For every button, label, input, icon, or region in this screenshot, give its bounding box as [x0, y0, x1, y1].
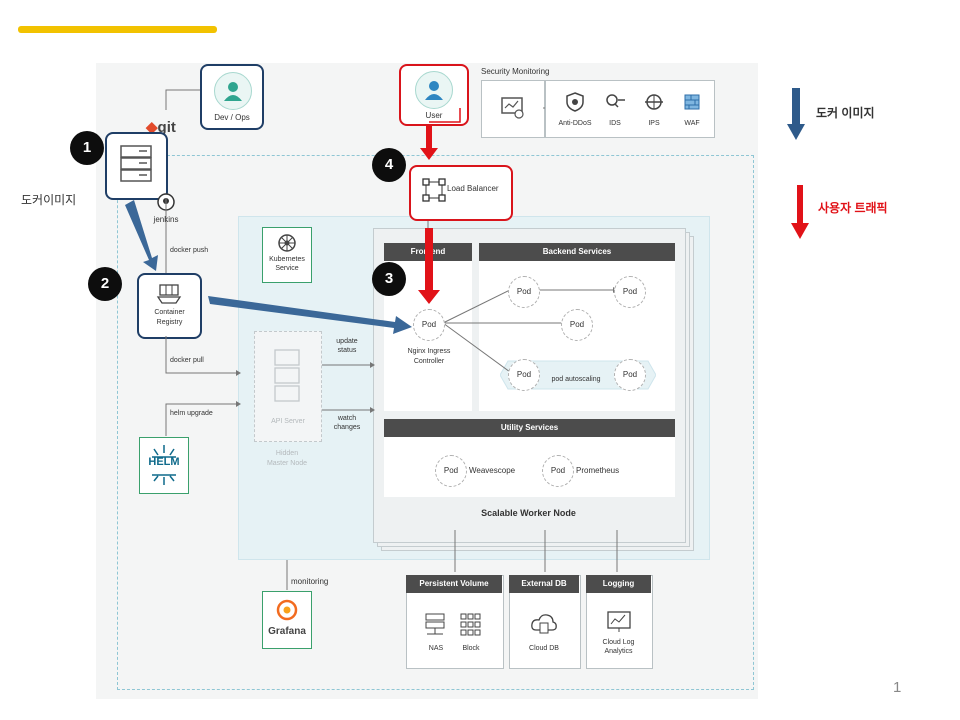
kubernetes-label-line2: Service [275, 265, 299, 272]
security-item-anti-ddos: Anti-DDoS [558, 120, 592, 127]
security-tools-box: Anti-DDoS IDS IPS WAF [545, 80, 715, 138]
pod-backend-2: Pod [614, 276, 646, 308]
step-badge-1: 1 [70, 131, 104, 165]
network-icon [645, 94, 663, 110]
docker-pull-label: docker pull [170, 357, 204, 364]
search-arrow-icon [606, 94, 625, 108]
load-balancer-icon [422, 178, 446, 202]
helm-node: HELM [139, 437, 189, 494]
step-badge-3: 3 [372, 262, 406, 296]
grafana-label: Grafana [268, 626, 306, 637]
grafana-node: Grafana [262, 591, 312, 649]
page-number: 1 [893, 679, 902, 696]
load-balancer-label: Load Balancer [447, 184, 499, 193]
pod-prometheus: Pod [542, 455, 574, 487]
legend-docker-image: 도커 이미지 [816, 106, 875, 120]
watch-changes-line1: watch [337, 415, 357, 422]
pod-backend-1: Pod [508, 276, 540, 308]
external-db-header: External DB [509, 575, 579, 593]
pod-autoscale-2: Pod [614, 359, 646, 391]
user-label: User [425, 111, 443, 120]
docker-push-label: docker push [170, 247, 209, 254]
cloud-db-icon [531, 614, 557, 634]
user-icon [415, 71, 453, 109]
update-status-line2: status [337, 347, 357, 354]
grafana-icon [276, 599, 298, 621]
monitoring-label: monitoring [291, 577, 329, 586]
watch-changes-line2: changes [333, 424, 361, 431]
security-monitoring-title: Security Monitoring [481, 67, 550, 76]
scalable-worker-label: Scalable Worker Node [481, 508, 576, 518]
security-monitor-box [481, 80, 545, 138]
cloud-boundary [117, 155, 754, 690]
nginx-label-line2: Controller [413, 358, 445, 365]
logging-header: Logging [586, 575, 651, 593]
step-badge-4: 4 [372, 148, 406, 182]
docker-image-annotation: 도커이미지 [21, 193, 77, 207]
devops-user-icon [214, 72, 252, 110]
kubernetes-label-line1: Kubernetes [269, 256, 305, 263]
hidden-master-line2: Master Node [266, 460, 308, 467]
backend-header: Backend Services [479, 243, 675, 261]
hidden-master-line1: Hidden [275, 450, 299, 457]
git-logo: ◆git [146, 119, 176, 136]
api-server-box: API Server [254, 331, 322, 442]
firewall-icon [684, 94, 700, 110]
pod-nginx: Pod [413, 309, 445, 341]
cloud-db-label: Cloud DB [529, 645, 559, 652]
monitor-icon [501, 97, 524, 119]
cloud-log-line1: Cloud Log [602, 639, 635, 646]
devops-node: Dev / Ops [200, 64, 264, 130]
pod-weavescope: Pod [435, 455, 467, 487]
nginx-label-line1: Nginx Ingress [407, 348, 451, 355]
api-server-label: API Server [271, 418, 305, 425]
step-badge-2: 2 [88, 267, 122, 301]
helm-icon [152, 445, 176, 485]
helm-wheel-icon [278, 234, 296, 252]
legend-blue-arrow-icon [787, 88, 805, 140]
cloud-log-line2: Analytics [604, 648, 633, 655]
load-balancer-node: Load Balancer [409, 165, 513, 221]
helm-label: HELM [148, 456, 180, 468]
container-registry-node: Container Registry [137, 273, 202, 339]
registry-label-line1: Container [154, 309, 185, 316]
pod-autoscaling-label: pod autoscaling [551, 376, 601, 383]
docker-image-node [105, 132, 168, 200]
security-item-ips: IPS [648, 120, 660, 127]
nas-label: NAS [428, 645, 444, 652]
security-item-ids: IDS [609, 120, 621, 127]
api-server-icon [274, 349, 300, 402]
block-icon [460, 613, 481, 636]
devops-label: Dev / Ops [214, 113, 250, 122]
block-label: Block [462, 645, 480, 652]
update-status-line1: update [336, 338, 358, 345]
shield-icon [566, 92, 584, 112]
security-item-waf: WAF [684, 120, 700, 127]
weavescope-label: Weavescope [469, 466, 516, 475]
pod-backend-3: Pod [561, 309, 593, 341]
server-icon [120, 145, 152, 182]
legend-user-traffic: 사용자 트래픽 [818, 201, 888, 215]
legend-red-arrow-icon [791, 185, 809, 239]
pod-autoscale-1: Pod [508, 359, 540, 391]
registry-label-line2: Registry [156, 319, 183, 326]
utility-header: Utility Services [384, 419, 675, 437]
helm-upgrade-label: helm upgrade [170, 410, 213, 417]
title-accent-bar [18, 26, 217, 33]
user-node: User [399, 64, 469, 126]
registry-ship-icon [156, 284, 182, 304]
git-label: git [157, 119, 176, 136]
log-analytics-icon [607, 611, 631, 632]
nas-icon [425, 613, 445, 635]
kubernetes-service-node: Kubernetes Service [262, 227, 312, 283]
prometheus-label: Prometheus [576, 466, 620, 475]
persistent-volume-header: Persistent Volume [406, 575, 502, 593]
